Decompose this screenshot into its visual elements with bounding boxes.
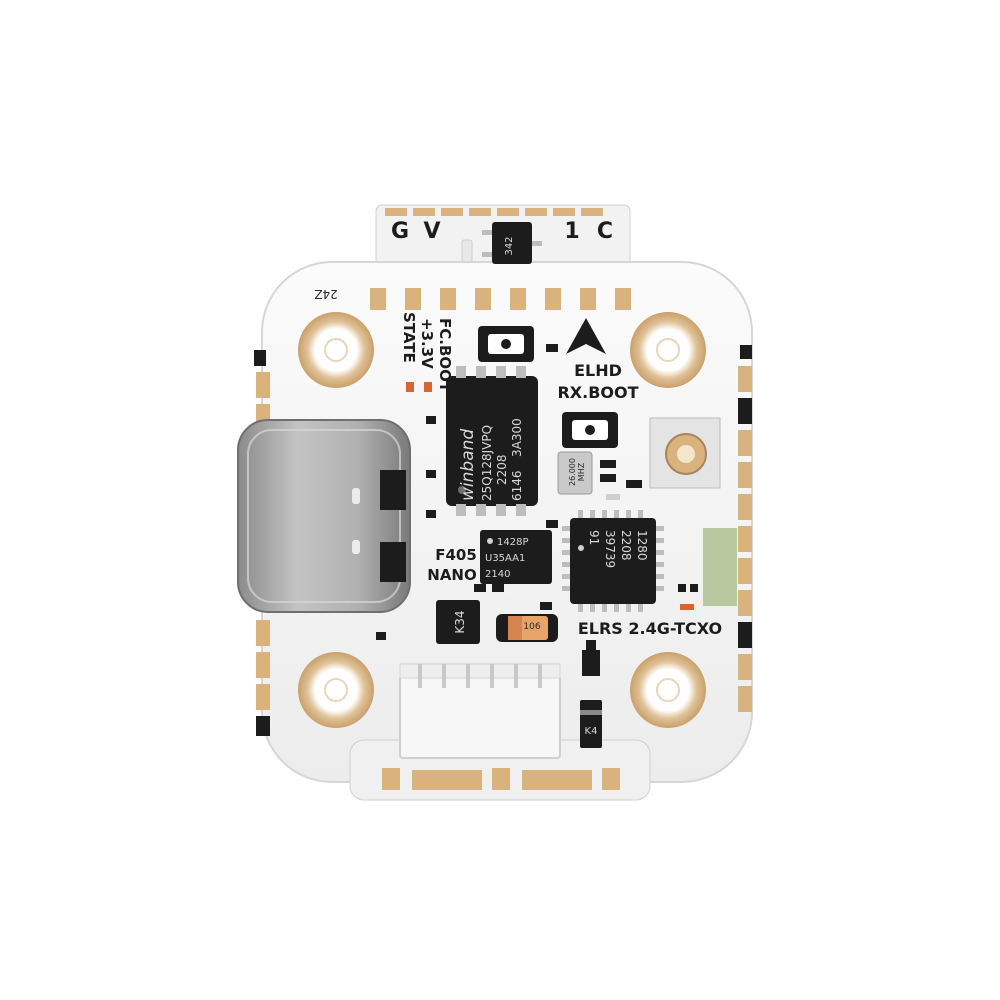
baro-line-2: U35AA1 — [485, 553, 525, 564]
antenna-ufl-connector — [649, 417, 721, 489]
label-state: STATE — [400, 312, 418, 363]
mounting-hole-top-left — [298, 312, 374, 388]
pin-label-v: V — [423, 219, 440, 244]
baro-line-1: 1428P — [497, 537, 528, 548]
rx-line-3: 39739 — [603, 530, 617, 568]
label-fc-boot: FC.BOOT — [436, 318, 454, 393]
flash-line-1: 25Q128JVPQ — [480, 425, 494, 501]
top-transistor: 342 — [482, 222, 542, 264]
pin-label-c: C — [597, 219, 613, 244]
mounting-hole-bottom-left — [298, 652, 374, 728]
crystal-unit: MHZ — [577, 462, 586, 481]
label-rx-boot: RX.BOOT — [557, 383, 638, 402]
label-elhd: ELHD — [574, 361, 622, 380]
baro-chip: 1428P U35AA1 2140 — [480, 530, 552, 584]
rx-line-2: 2208 — [619, 530, 633, 561]
tantalum-capacitor: 106 — [496, 614, 558, 642]
pin-label-g: G — [391, 219, 409, 244]
crystal-freq: 26.000 — [568, 458, 577, 486]
top-row-pads — [370, 288, 631, 310]
k34-label: K34 — [453, 610, 467, 633]
bottom-row-pads — [382, 768, 620, 790]
orientation-arrow-icon — [566, 318, 606, 354]
crystal-oscillator: 26.000 MHZ — [557, 451, 593, 495]
label-elrs: ELRS 2.4G-TCXO — [578, 619, 722, 638]
flash-memory-chip: winband 25Q128JVPQ 2208 6146 3A300 — [446, 366, 538, 516]
state-led — [406, 382, 414, 392]
ceramic-antenna — [703, 528, 737, 606]
flash-line-3: 6146 — [510, 470, 524, 501]
jst-connector — [399, 663, 561, 759]
top-transistor-label: 342 — [504, 236, 515, 255]
mounting-hole-top-right — [630, 312, 706, 388]
fc-boot-button — [478, 326, 534, 362]
right-edge-pads — [738, 345, 752, 712]
k4-label: K4 — [585, 726, 598, 737]
baro-line-3: 2140 — [485, 569, 510, 580]
passive-components — [376, 344, 698, 640]
flash-line-4: 3A300 — [510, 418, 524, 457]
rx-chip: 1280 2208 39739 91 — [562, 510, 664, 612]
power-led — [424, 382, 432, 392]
label-f405: F405 — [435, 546, 477, 564]
label-3v3: +3.3V — [418, 318, 436, 369]
rx-boot-button — [562, 412, 618, 448]
flash-brand: winband — [458, 429, 478, 501]
corner-mark: 24Z — [314, 287, 338, 301]
diode-stack: K4 — [580, 640, 602, 748]
cap-label: 106 — [523, 622, 540, 632]
top-led — [461, 239, 473, 263]
rx-line-1: 1280 — [635, 530, 649, 561]
flash-line-2: 2208 — [495, 454, 509, 485]
k34-regulator: K34 — [436, 600, 480, 644]
usb-c-port — [237, 419, 411, 613]
mounting-hole-bottom-right — [630, 652, 706, 728]
label-nano: NANO — [427, 566, 476, 584]
left-edge-pads — [254, 350, 270, 736]
pin-label-1: 1 — [564, 219, 579, 244]
rx-line-4: 91 — [587, 530, 601, 545]
